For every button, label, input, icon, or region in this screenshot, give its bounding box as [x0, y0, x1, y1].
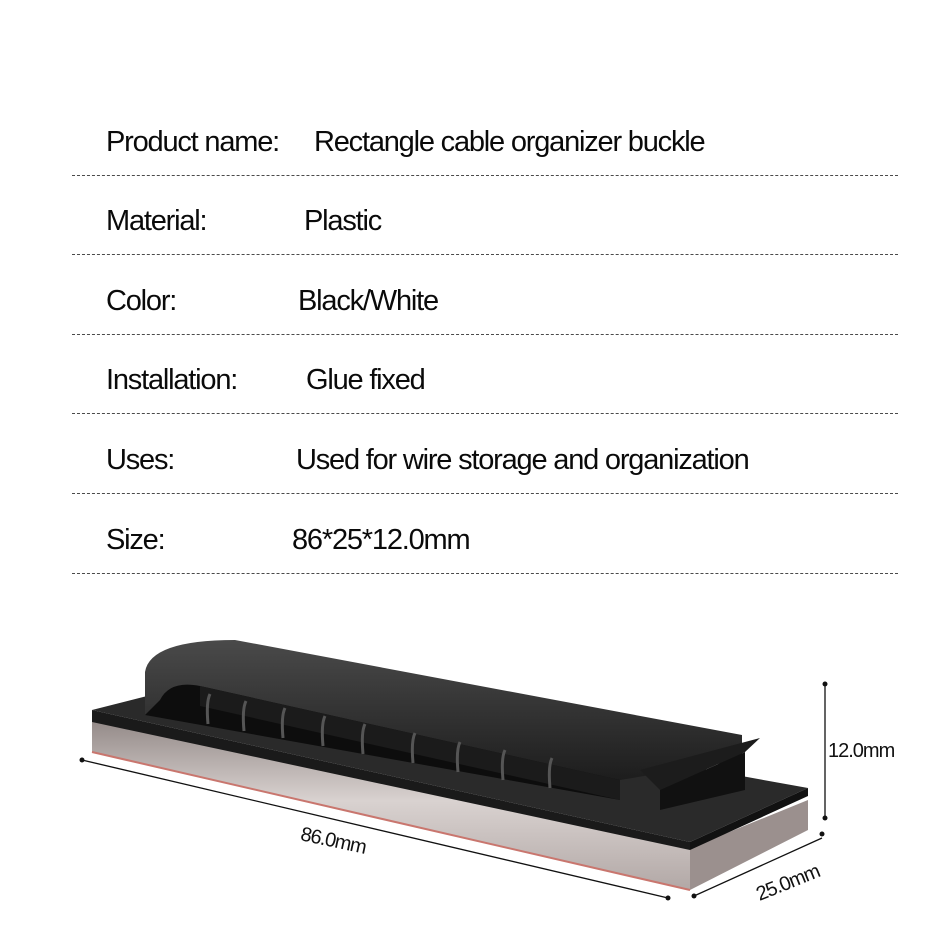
spec-label: Color: [106, 284, 177, 317]
spec-label: Installation: [106, 364, 238, 397]
spec-table: Product name: Rectangle cable organizer … [72, 96, 898, 574]
spec-value: Glue fixed [306, 364, 426, 397]
spec-value: Black/White [298, 284, 439, 317]
spec-label: Uses: [106, 443, 175, 476]
spec-row-size: Size: 86*25*12.0mm [72, 494, 898, 574]
spec-value: Rectangle cable organizer buckle [314, 125, 706, 158]
spec-value: Plastic [304, 205, 382, 238]
dimension-height-label: 12.0mm [828, 740, 895, 762]
cable-slots [205, 693, 554, 789]
spec-row-installation: Installation: Glue fixed [72, 335, 898, 415]
spec-row-product-name: Product name: Rectangle cable organizer … [72, 96, 898, 176]
spec-value: 86*25*12.0mm [292, 523, 471, 556]
spec-label: Size: [106, 523, 166, 556]
product-image [79, 640, 828, 901]
spec-value: Used for wire storage and organization [296, 443, 750, 476]
spec-row-uses: Uses: Used for wire storage and organiza… [72, 414, 898, 494]
spec-label: Material: [106, 205, 208, 238]
dimension-lines [81, 684, 826, 899]
spec-row-material: Material: Plastic [72, 176, 898, 256]
spec-label: Product name: [106, 125, 280, 158]
spec-row-color: Color: Black/White [72, 255, 898, 335]
